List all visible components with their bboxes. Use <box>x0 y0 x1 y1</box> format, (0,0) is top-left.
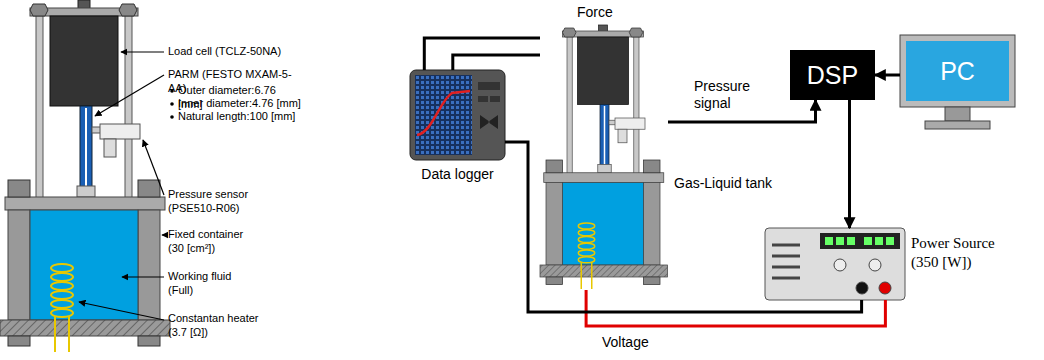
signal-wire <box>875 74 900 77</box>
box-label: DSP <box>807 61 858 90</box>
part-label: Fixed container (30 [cm²]) <box>168 228 260 256</box>
part-label: Inner diameter:4.76 [mm] <box>178 97 303 111</box>
screen-label: PC <box>940 57 975 86</box>
signal-wire <box>424 38 540 70</box>
part-label: Natural length:100 [mm] <box>178 110 303 124</box>
power-source: Power Source (350 [W]) <box>765 228 905 300</box>
part-label: Pressure sensor (PSE510-R06) <box>168 188 260 216</box>
device-label: Data logger <box>421 166 493 182</box>
signal-wire <box>505 142 862 312</box>
wire-label: Force <box>575 4 615 21</box>
wire-label: Pressure signal <box>692 78 776 112</box>
signal-wire <box>453 55 540 70</box>
wire-label: Voltage <box>600 334 651 351</box>
data-logger: Data logger <box>410 70 505 160</box>
power-source-device <box>765 228 905 300</box>
device-label: Gas-Liquid tank <box>674 175 772 191</box>
signal-wire <box>586 290 885 326</box>
part-label: Constantan heater (3.7 [Ω]) <box>168 312 268 340</box>
apparatus-mini <box>540 25 668 289</box>
part-label: Working fluid (Full) <box>168 270 248 298</box>
part-label: Load cell (TCLZ-50NA) <box>168 45 303 59</box>
pc-monitor: PC <box>900 35 1015 107</box>
leader-lines <box>79 52 164 320</box>
pc-drawing <box>900 35 1015 129</box>
data-logger-device <box>410 70 505 160</box>
dsp-box: DSP <box>790 50 875 100</box>
apparatus-section <box>0 0 170 352</box>
signal-wire <box>848 100 851 228</box>
gas-liquid-tank: Gas-Liquid tank <box>540 25 668 290</box>
device-label: Power Source (350 [W]) <box>911 234 1023 272</box>
